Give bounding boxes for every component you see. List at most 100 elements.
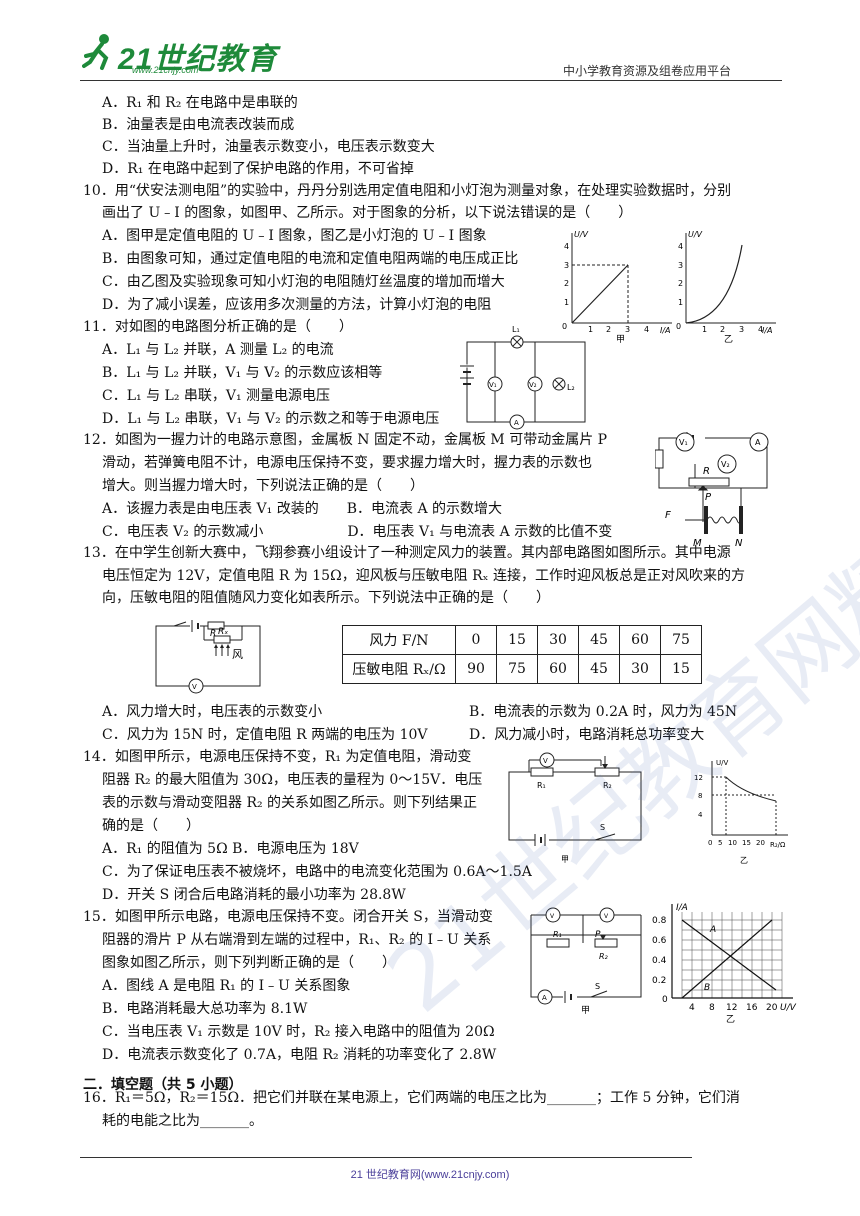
- question-line: C．L₁ 与 L₂ 串联，V₁ 测量电源电压: [102, 388, 331, 404]
- tick-label: 3: [739, 325, 744, 334]
- figure-caption: 甲: [616, 334, 625, 343]
- question-line: 确的是（ ）: [102, 818, 200, 834]
- tick-label: 3: [564, 261, 569, 270]
- tick-label: 4: [678, 242, 683, 251]
- logo-icon: [82, 32, 118, 72]
- tick-label: 12: [726, 1003, 737, 1013]
- question-line: D．开关 S 闭合后电路消耗的最小功率为 28.8W: [102, 887, 406, 903]
- component-label: 风: [232, 648, 243, 661]
- component-label: A: [542, 994, 547, 1002]
- question-line: D．L₁ 与 L₂ 串联，V₁ 与 V₂ 的示数之和等于电源电压: [102, 411, 440, 427]
- question-line: 画出了 U﹣I 的图象，如图甲、乙所示。对于图象的分析，以下说法错误的是（ ）: [102, 205, 633, 221]
- fig13-circuit: R Rₓ 风 V: [155, 620, 261, 694]
- figure-caption: 甲: [561, 855, 569, 864]
- component-label: R₂: [603, 781, 612, 790]
- question-line: 表的示数与滑动变阻器 R₂ 的关系如图乙所示。则下列结果正: [102, 795, 478, 811]
- question-line: C．由乙图及实验现象可知小灯泡的电阻随灯丝温度的增加而增大: [102, 274, 505, 290]
- component-label: S: [595, 982, 600, 991]
- figure-caption: 乙: [724, 334, 733, 343]
- tick-label: 0.8: [652, 916, 667, 926]
- question-line: A．L₁ 与 L₂ 并联，A 测量 L₂ 的电流: [102, 342, 334, 358]
- table-cell: 60: [619, 625, 661, 655]
- table-row: 风力 F/N 0 15 30 45 60 75: [342, 625, 702, 655]
- question-line: 滑动，若弹簧电阻不计，电源电压保持不变，要求握力增大时，握力表的示数也: [102, 455, 592, 471]
- component-label: A: [755, 438, 761, 447]
- tick-label: 4: [758, 325, 763, 334]
- component-label: P: [705, 492, 712, 503]
- component-label: N: [735, 538, 743, 549]
- question-line: B．电路消耗最大总功率为 8.1W: [102, 1001, 308, 1017]
- table-cell: 60: [537, 654, 579, 684]
- component-label: S: [600, 823, 605, 832]
- logo-text: 21世纪教育: [118, 43, 278, 76]
- tick-label: 1: [702, 325, 707, 334]
- table-cell: 风力 F/N: [342, 625, 456, 655]
- fig10-graph-jia: U/V I/A 0 1 2 3 4 1 2 3 4 甲: [562, 230, 672, 343]
- table-cell: 75: [496, 654, 538, 684]
- question-line: 15．如图甲所示电路，电源电压保持不变。闭合开关 S，当滑动变: [83, 909, 493, 925]
- question-line: A．图甲是定值电阻的 U﹣I 图象，图乙是小灯泡的 U﹣I 图象: [102, 228, 487, 244]
- question-line: B．电流表的示数为 0.2A 时，风力为 45N: [469, 704, 738, 720]
- tick-label: 8: [698, 792, 702, 800]
- axis-label: U/V: [780, 1003, 797, 1013]
- axis-label: I/A: [762, 326, 773, 335]
- tick-label: 0: [676, 322, 681, 331]
- section-heading: 二．填空题（共 5 小题）: [83, 1077, 243, 1093]
- question-line: 14．如图甲所示，电源电压保持不变，R₁ 为定值电阻，滑动变: [83, 749, 472, 765]
- tick-label: 4: [698, 811, 703, 819]
- tick-label: 0: [708, 839, 712, 847]
- table-cell: 75: [660, 625, 702, 655]
- question-line: C．电压表 V₂ 的示数减小 D．电压表 V₁ 与电流表 A 示数的比值不变: [102, 524, 613, 540]
- question-line: A．图线 A 是电阻 R₁ 的 I﹣U 关系图象: [102, 978, 351, 994]
- tick-label: 0: [562, 322, 567, 331]
- line-label: A: [709, 925, 716, 935]
- question-line: D．电流表示数变化了 0.7A，电阻 R₂ 消耗的功率变化了 2.8W: [102, 1047, 497, 1063]
- table-cell: 0: [455, 625, 497, 655]
- table-cell: 45: [578, 654, 620, 684]
- tick-label: 4: [564, 242, 569, 251]
- question-line: 13．在中学生创新大赛中，飞翔参赛小组设计了一种测定风力的装置。其内部电路图如图…: [83, 545, 731, 561]
- tick-label: 4: [689, 1003, 695, 1013]
- component-label: V: [604, 913, 609, 920]
- line-label: B: [704, 983, 710, 993]
- figure-caption: 乙: [740, 856, 748, 865]
- tick-label: 0.6: [652, 936, 667, 946]
- question-line: 12．如图为一握力计的电路示意图，金属板 N 固定不动，金属板 M 可带动金属片…: [83, 432, 608, 448]
- component-label: L₁: [512, 325, 520, 334]
- tick-label: 8: [709, 1003, 715, 1013]
- logo-url: www.21cnjy.com: [132, 65, 199, 75]
- question-line: D．R₁ 在电路中起到了保护电路的作用，不可省掉: [102, 161, 414, 177]
- axis-label: U/V: [716, 759, 728, 767]
- table-cell: 30: [619, 654, 661, 684]
- component-label: L₂: [567, 383, 575, 392]
- tick-label: 1: [678, 298, 683, 307]
- question-line: D．风力减小时，电路消耗总功率变大: [469, 727, 705, 743]
- tick-label: 16: [746, 1003, 758, 1013]
- fig15-graph: I/A U/V 0.8 0.6 0.4 0.2 0 4 8 12 16 20 A…: [652, 903, 797, 1024]
- tick-label: 15: [742, 839, 751, 847]
- fig14-circuit: V R₁ R₂ S 甲: [508, 752, 642, 864]
- question-line: B．油量表是由电流表改装而成: [102, 117, 295, 133]
- tick-label: 12: [694, 774, 703, 782]
- tick-label: 0.2: [652, 976, 666, 986]
- tick-label: 2: [720, 325, 725, 334]
- tick-label: 1: [564, 298, 569, 307]
- question-line: 阻器的滑片 P 从右端滑到左端的过程中，R₁、R₂ 的 I﹣U 关系: [102, 932, 492, 948]
- tick-label: 20: [756, 839, 765, 847]
- tick-label: 2: [606, 325, 611, 334]
- component-label: R₂: [599, 952, 609, 961]
- question-line: 耗的电能之比为_______。: [102, 1113, 263, 1129]
- header-platform-text: 中小学教育资源及组卷应用平台: [563, 64, 732, 78]
- tick-label: 3: [678, 261, 683, 270]
- question-line: C．当油量上升时，油量表示数变小，电压表示数变大: [102, 139, 435, 155]
- fig11-circuit: L₁ L₂ V₁ V₂ A: [460, 325, 586, 430]
- figure-caption: 乙: [726, 1014, 735, 1024]
- question-line: B．L₁ 与 L₂ 并联，V₁ 与 V₂ 的示数应该相等: [102, 365, 383, 381]
- axis-label: I/A: [660, 326, 671, 335]
- fig15-circuit: V V R₁ P R₂ S A 甲: [530, 907, 642, 1015]
- component-label: V₁: [679, 438, 688, 447]
- component-label: V₁: [489, 381, 497, 389]
- question-line: 11．对如图的电路图分析正确的是（ ）: [83, 319, 353, 335]
- table-cell: 压敏电阻 Rₓ/Ω: [342, 654, 456, 684]
- table-cell: 30: [537, 625, 579, 655]
